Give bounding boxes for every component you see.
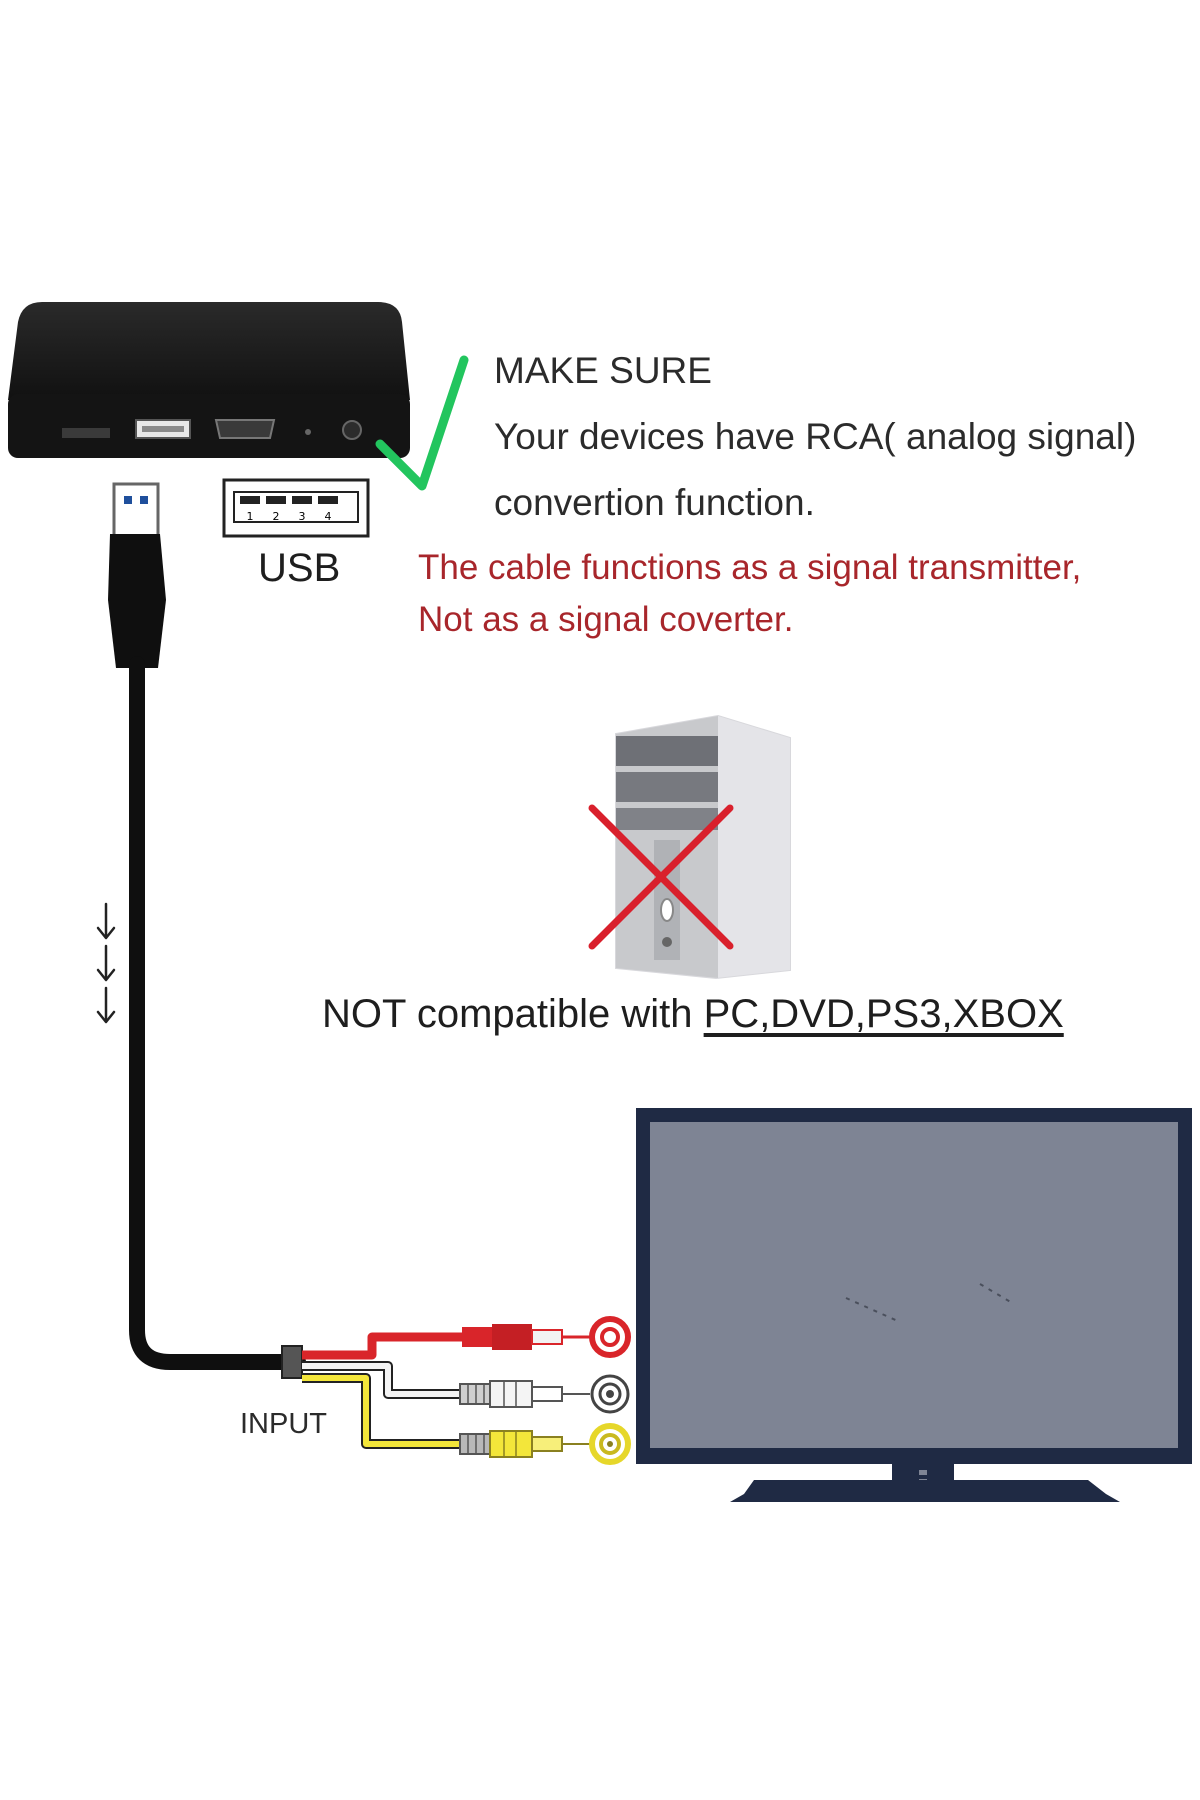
tv-box-top [8, 302, 410, 400]
cable-splitter [281, 1345, 303, 1379]
usb-cable [108, 482, 306, 1379]
cross-icon [588, 804, 734, 950]
rca-cables [302, 1332, 466, 1449]
tv-box-port-hdmi [214, 419, 276, 439]
tv-box-front [8, 394, 410, 458]
tv-screen [650, 1122, 1178, 1448]
direction-arrows [96, 902, 116, 1024]
tv-box-port-av [305, 429, 311, 435]
usb-pin-label: 3 [299, 510, 306, 523]
rca-plug-yellow [459, 1430, 590, 1458]
rca-jack-red [589, 1316, 631, 1358]
tv-box-port-power [342, 420, 362, 440]
rca-jack-yellow [589, 1423, 631, 1465]
tv-box-port-card [62, 428, 110, 438]
note-line-2: Not as a signal coverter. [418, 600, 794, 639]
down-arrow-icon [96, 986, 116, 1024]
pc-tower-icon [615, 714, 791, 980]
usb-pin-label: 2 [273, 510, 280, 523]
usb-cable-wire [129, 656, 306, 1370]
check-icon [375, 355, 469, 491]
compatibility-notice: NOT compatible with PC,DVD,PS3,XBOX [322, 992, 1064, 1037]
usb-label: USB [258, 546, 341, 590]
usb-port-icon: 1 2 3 4 [222, 478, 370, 538]
tv-stand [730, 1480, 1120, 1502]
tv-box [8, 302, 410, 458]
requirement-line-1: Your devices have RCA( analog signal) [494, 416, 1137, 457]
requirement-line-2: convertion function. [494, 482, 815, 523]
incompatible-devices: PC,DVD,PS3,XBOX [703, 992, 1064, 1036]
down-arrow-icon [96, 944, 116, 982]
usb-plug-metal [112, 482, 160, 538]
usb-pin-label: 1 [247, 510, 254, 523]
compatibility-prefix: NOT compatible with [322, 992, 704, 1036]
make-sure-heading: MAKE SURE [494, 350, 712, 391]
rca-jack-white [590, 1374, 630, 1414]
note-line-1: The cable functions as a signal transmit… [418, 548, 1082, 587]
usb-plug-body [108, 534, 166, 668]
rca-plug-white [459, 1380, 590, 1408]
television [636, 1108, 1192, 1502]
usb-pin-label: 4 [325, 510, 332, 523]
down-arrow-icon [96, 902, 116, 940]
input-label: INPUT [240, 1408, 327, 1440]
rca-plug-red [462, 1324, 590, 1350]
